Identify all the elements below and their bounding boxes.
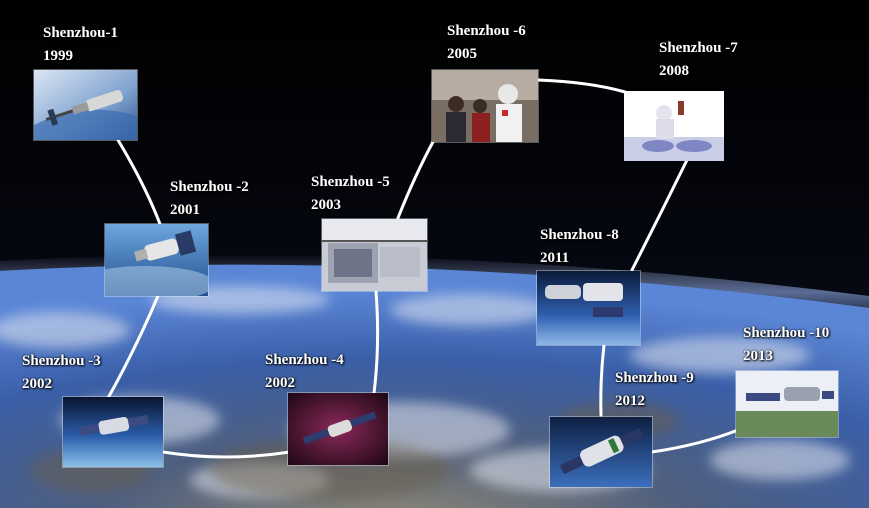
shenzhou-3-image [63,397,163,467]
mission-year: 2008 [659,63,689,79]
mission-name: Shenzhou -2 [170,179,249,195]
mission-label-9: Shenzhou -9 2012 [615,367,694,413]
mission-label-6: Shenzhou -6 2005 [447,20,526,66]
mission-year: 2012 [615,393,645,409]
mission-label-3: Shenzhou -3 2002 [22,350,101,396]
shenzhou-7-image [624,91,724,161]
mission-name: Shenzhou -7 [659,40,738,56]
mission-name: Shenzhou-1 [43,25,119,41]
mission-label-7: Shenzhou -7 2008 [659,37,738,83]
timeline-path [106,78,740,459]
mission-year: 2005 [447,46,477,62]
shenzhou-8-image [537,271,640,345]
shenzhou-2-image [105,224,208,296]
shenzhou-5-image [322,219,427,291]
mission-label-1: Shenzhou-1 1999 [43,22,118,68]
mission-name: Shenzhou -6 [447,23,526,39]
mission-name: Shenzhou -8 [540,227,619,243]
mission-label-5: Shenzhou -5 2003 [311,171,390,217]
mission-label-10: Shenzhou -10 2013 [743,322,829,368]
mission-year: 2011 [540,250,570,266]
mission-year: 2002 [265,375,295,391]
shenzhou-6-image [432,70,538,142]
shenzhou-4-image [288,393,388,465]
mission-name: Shenzhou -4 [265,352,344,368]
mission-name: Shenzhou -3 [22,353,101,369]
mission-label-2: Shenzhou -2 2001 [170,176,249,222]
mission-year: 2001 [170,202,200,218]
shenzhou-9-image [550,417,652,487]
shenzhou-1-image [34,70,137,140]
mission-label-4: Shenzhou -4 2002 [265,349,344,395]
mission-year: 2003 [311,197,341,213]
mission-name: Shenzhou -10 [743,325,830,341]
mission-year: 1999 [43,48,73,64]
mission-year: 2013 [743,348,773,364]
mission-year: 2002 [22,376,52,392]
mission-label-8: Shenzhou -8 2011 [540,224,619,270]
mission-name: Shenzhou -5 [311,174,390,190]
shenzhou-10-image [736,371,838,437]
mission-name: Shenzhou -9 [615,370,694,386]
